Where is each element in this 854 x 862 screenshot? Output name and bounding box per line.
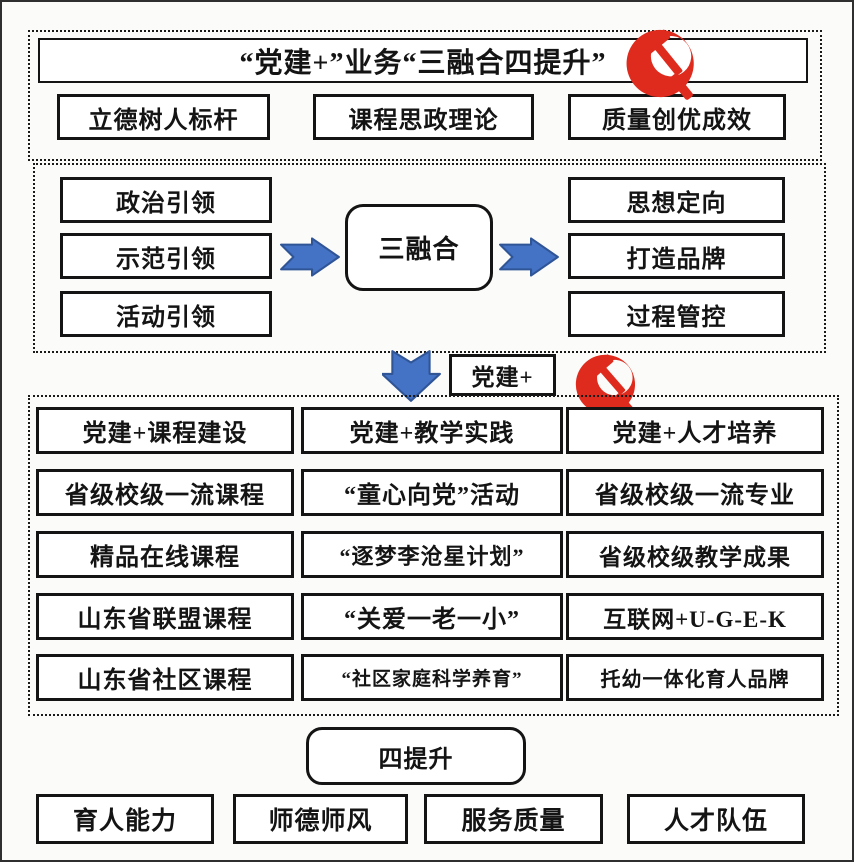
footer-center-node: 四提升 (306, 727, 526, 785)
matrix-cell: 互联网+U-G-E-K (566, 593, 824, 640)
matrix-cell: 山东省社区课程 (36, 654, 294, 701)
section-theme (28, 30, 822, 161)
pillar-kecheng-sizheng: 课程思政理论 (313, 94, 534, 140)
matrix-cell: 党建+人才培养 (566, 407, 824, 454)
fusion-center-node: 三融合 (345, 204, 493, 291)
matrix-cell: 党建+教学实践 (301, 407, 563, 454)
footer-item-shide: 师德师风 (233, 794, 408, 844)
connector-dangjian-label: 党建+ (449, 354, 556, 396)
footer-item-rencai: 人才队伍 (627, 794, 805, 844)
fusion-left-shifan: 示范引领 (60, 233, 272, 279)
fusion-right-dazao: 打造品牌 (568, 233, 785, 279)
matrix-cell: 党建+课程建设 (36, 407, 294, 454)
arrow-right-icon (498, 236, 562, 278)
matrix-cell: 省级校级教学成果 (566, 531, 824, 578)
footer-item-fuwu: 服务质量 (424, 794, 603, 844)
party-emblem-icon (608, 15, 716, 109)
arrow-down-icon (382, 349, 442, 403)
footer-item-yuren: 育人能力 (36, 794, 214, 844)
fusion-right-guocheng: 过程管控 (568, 291, 785, 337)
fusion-left-huodong: 活动引领 (60, 291, 272, 337)
fusion-right-sixiang: 思想定向 (568, 177, 785, 223)
matrix-cell: 托幼一体化育人品牌 (566, 654, 824, 701)
matrix-cell: 精品在线课程 (36, 531, 294, 578)
pillar-zhiliang-chuangyou: 质量创优成效 (568, 94, 786, 140)
matrix-cell: 省级校级一流课程 (36, 469, 294, 516)
section-matrix (28, 395, 839, 716)
matrix-cell: “童心向党”活动 (301, 469, 563, 516)
fusion-left-zhengzhi: 政治引领 (60, 177, 272, 223)
matrix-cell: 山东省联盟课程 (36, 593, 294, 640)
matrix-cell: 省级校级一流专业 (566, 469, 824, 516)
matrix-cell: “逐梦李沧星计划” (301, 531, 563, 578)
matrix-cell: “社区家庭科学养育” (301, 654, 563, 701)
pillar-lide-shuren: 立德树人标杆 (57, 94, 270, 140)
arrow-right-icon (279, 236, 343, 278)
matrix-cell: “关爱一老一小” (301, 593, 563, 640)
